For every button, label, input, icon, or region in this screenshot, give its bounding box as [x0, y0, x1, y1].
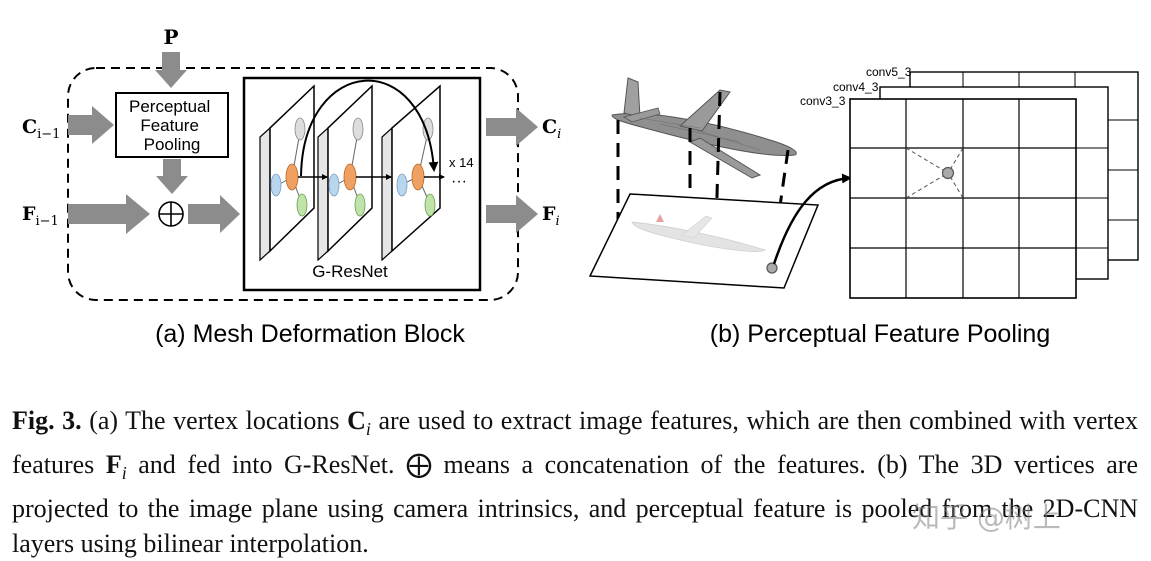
caption-symbol-c: C	[347, 406, 366, 435]
input-f-label: Fi−1	[22, 203, 59, 229]
perceptual-pooling-box	[115, 92, 229, 158]
caption-symbol-f: F	[105, 450, 122, 480]
panel-b-title: (b) Perceptual Feature Pooling	[710, 320, 1050, 348]
caption-sub-i-1: i	[365, 419, 371, 440]
graph-layer-2	[317, 84, 373, 262]
pooling-box-line-3: Pooling	[144, 135, 201, 154]
caption-text-3: and fed into G-ResNet.	[126, 450, 407, 480]
airplane-mesh-3d	[611, 77, 797, 179]
layer-label-conv4: conv4_3	[833, 80, 879, 94]
output-f-label: Fi	[542, 203, 560, 229]
caption-text-1: (a) The vertex locations	[81, 406, 348, 435]
projected-vertex-point	[766, 262, 778, 274]
input-p-label: P	[163, 25, 178, 49]
caption-oplus-symbol: ⨁	[406, 450, 433, 481]
pooling-box-line-1: Perceptual	[129, 97, 210, 116]
gresnet-label: G-ResNet	[312, 262, 388, 281]
arrow-pooling-down	[156, 159, 188, 194]
caption-sub-i-2: i	[121, 463, 127, 484]
svg-text:Perceptual Feature: Perceptual Feature Pooling	[129, 97, 215, 154]
graph-layer-3	[381, 84, 441, 262]
graph-layer-1	[259, 84, 315, 262]
pooling-box-line-2: Feature	[140, 116, 199, 135]
concat-oplus-symbol	[158, 201, 184, 227]
input-c-label: Ci−1	[22, 116, 60, 142]
bilinear-sample-point	[905, 147, 964, 199]
layer-label-conv3: conv3_3	[800, 94, 846, 108]
ellipsis: ···	[451, 173, 467, 190]
arrow-c-out	[486, 108, 538, 146]
layer-label-conv5: conv5_3	[866, 65, 912, 79]
figure-caption: Fig. 3. (a) The vertex locations Ci are …	[12, 403, 1138, 561]
projected-airplane-image	[631, 214, 766, 252]
arrow-p-down	[155, 52, 187, 88]
panel-a-title: (a) Mesh Deformation Block	[155, 320, 465, 348]
repeat-label: x 14	[449, 155, 474, 170]
figure-3: P Perceptual Feature Pooling Ci−1 Fi−1	[22, 25, 1139, 348]
pooling-curve-arrow	[772, 173, 852, 265]
arrow-concat-to-gresnet	[188, 195, 240, 233]
deformation-block-dashed-frame	[67, 67, 519, 301]
skip-connection-arrow	[300, 79, 439, 177]
arrow-f-in	[68, 194, 150, 234]
output-c-label: Ci	[542, 116, 561, 142]
caption-label: Fig. 3.	[12, 406, 82, 435]
caption-text-2: are used to extract image features, whic…	[12, 406, 1139, 480]
arrow-f-out	[486, 195, 538, 233]
panel-a-mesh-deformation-block: P Perceptual Feature Pooling Ci−1 Fi−1	[22, 25, 561, 348]
arrow-c-in	[68, 106, 114, 144]
panel-b-perceptual-feature-pooling: conv5_3 conv4_3 conv3_3 (b) Perceptual F…	[588, 65, 1139, 348]
feature-map-conv3	[849, 98, 1077, 299]
